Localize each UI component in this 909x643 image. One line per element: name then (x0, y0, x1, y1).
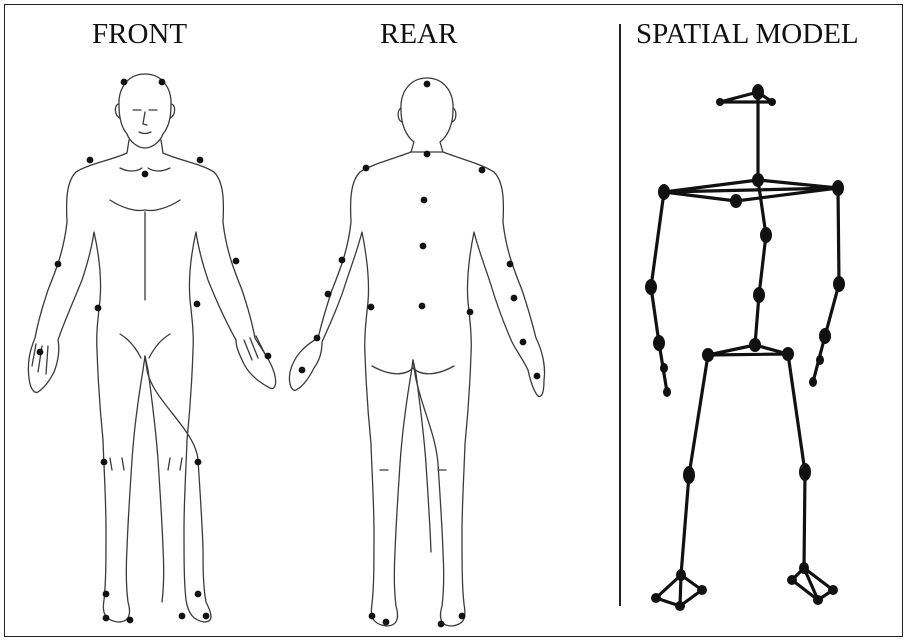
marker (87, 157, 94, 164)
joint (799, 562, 809, 574)
joint (716, 98, 724, 106)
joint (749, 338, 761, 352)
joint (730, 194, 742, 208)
marker (479, 167, 486, 174)
joint (816, 355, 824, 365)
spatial-model-skeleton (651, 92, 839, 606)
marker (424, 151, 431, 158)
marker (101, 459, 108, 466)
joint (675, 601, 685, 611)
joint (832, 180, 844, 196)
marker (121, 79, 128, 86)
marker (383, 619, 390, 626)
marker (103, 591, 110, 598)
joint (828, 585, 838, 595)
marker (339, 257, 346, 264)
marker (459, 613, 466, 620)
joint (653, 335, 665, 351)
marker (195, 591, 202, 598)
marker (95, 305, 102, 312)
joint (660, 363, 668, 373)
marker (194, 301, 201, 308)
marker (203, 613, 210, 620)
marker (438, 621, 445, 628)
marker (195, 459, 202, 466)
joint (799, 463, 811, 481)
rear-body-outline (289, 78, 544, 626)
rear-markers (299, 81, 541, 628)
front-body-outline (28, 74, 275, 622)
marker (368, 304, 375, 311)
marker (159, 79, 166, 86)
marker (265, 353, 272, 360)
joint (760, 227, 772, 243)
marker (424, 81, 431, 88)
joint (782, 347, 794, 361)
joint (658, 184, 670, 200)
marker (325, 291, 332, 298)
marker (37, 349, 44, 356)
marker (467, 309, 474, 316)
marker (420, 243, 427, 250)
marker (421, 197, 428, 204)
joint (753, 287, 765, 303)
marker (511, 295, 518, 302)
joint (819, 328, 831, 344)
marker (363, 165, 370, 172)
marker (103, 615, 110, 622)
marker (142, 171, 149, 178)
joint (663, 387, 671, 397)
marker (520, 339, 527, 346)
joint (752, 173, 764, 187)
joint (768, 98, 776, 106)
marker (179, 613, 186, 620)
marker (127, 617, 134, 624)
joint (697, 585, 707, 595)
marker (534, 373, 541, 380)
joint (651, 593, 661, 603)
joint (676, 569, 686, 581)
marker (299, 367, 306, 374)
joint (683, 466, 695, 484)
marker (419, 303, 426, 310)
marker (197, 157, 204, 164)
joint (645, 279, 657, 295)
joint (702, 348, 714, 362)
marker (233, 258, 240, 265)
joint (752, 84, 764, 100)
front-markers (37, 79, 272, 624)
joint (809, 377, 817, 387)
marker (507, 261, 514, 268)
marker (55, 261, 62, 268)
joint (813, 595, 823, 605)
joint (787, 575, 797, 585)
marker (314, 335, 321, 342)
marker (369, 613, 376, 620)
joint (833, 276, 845, 292)
